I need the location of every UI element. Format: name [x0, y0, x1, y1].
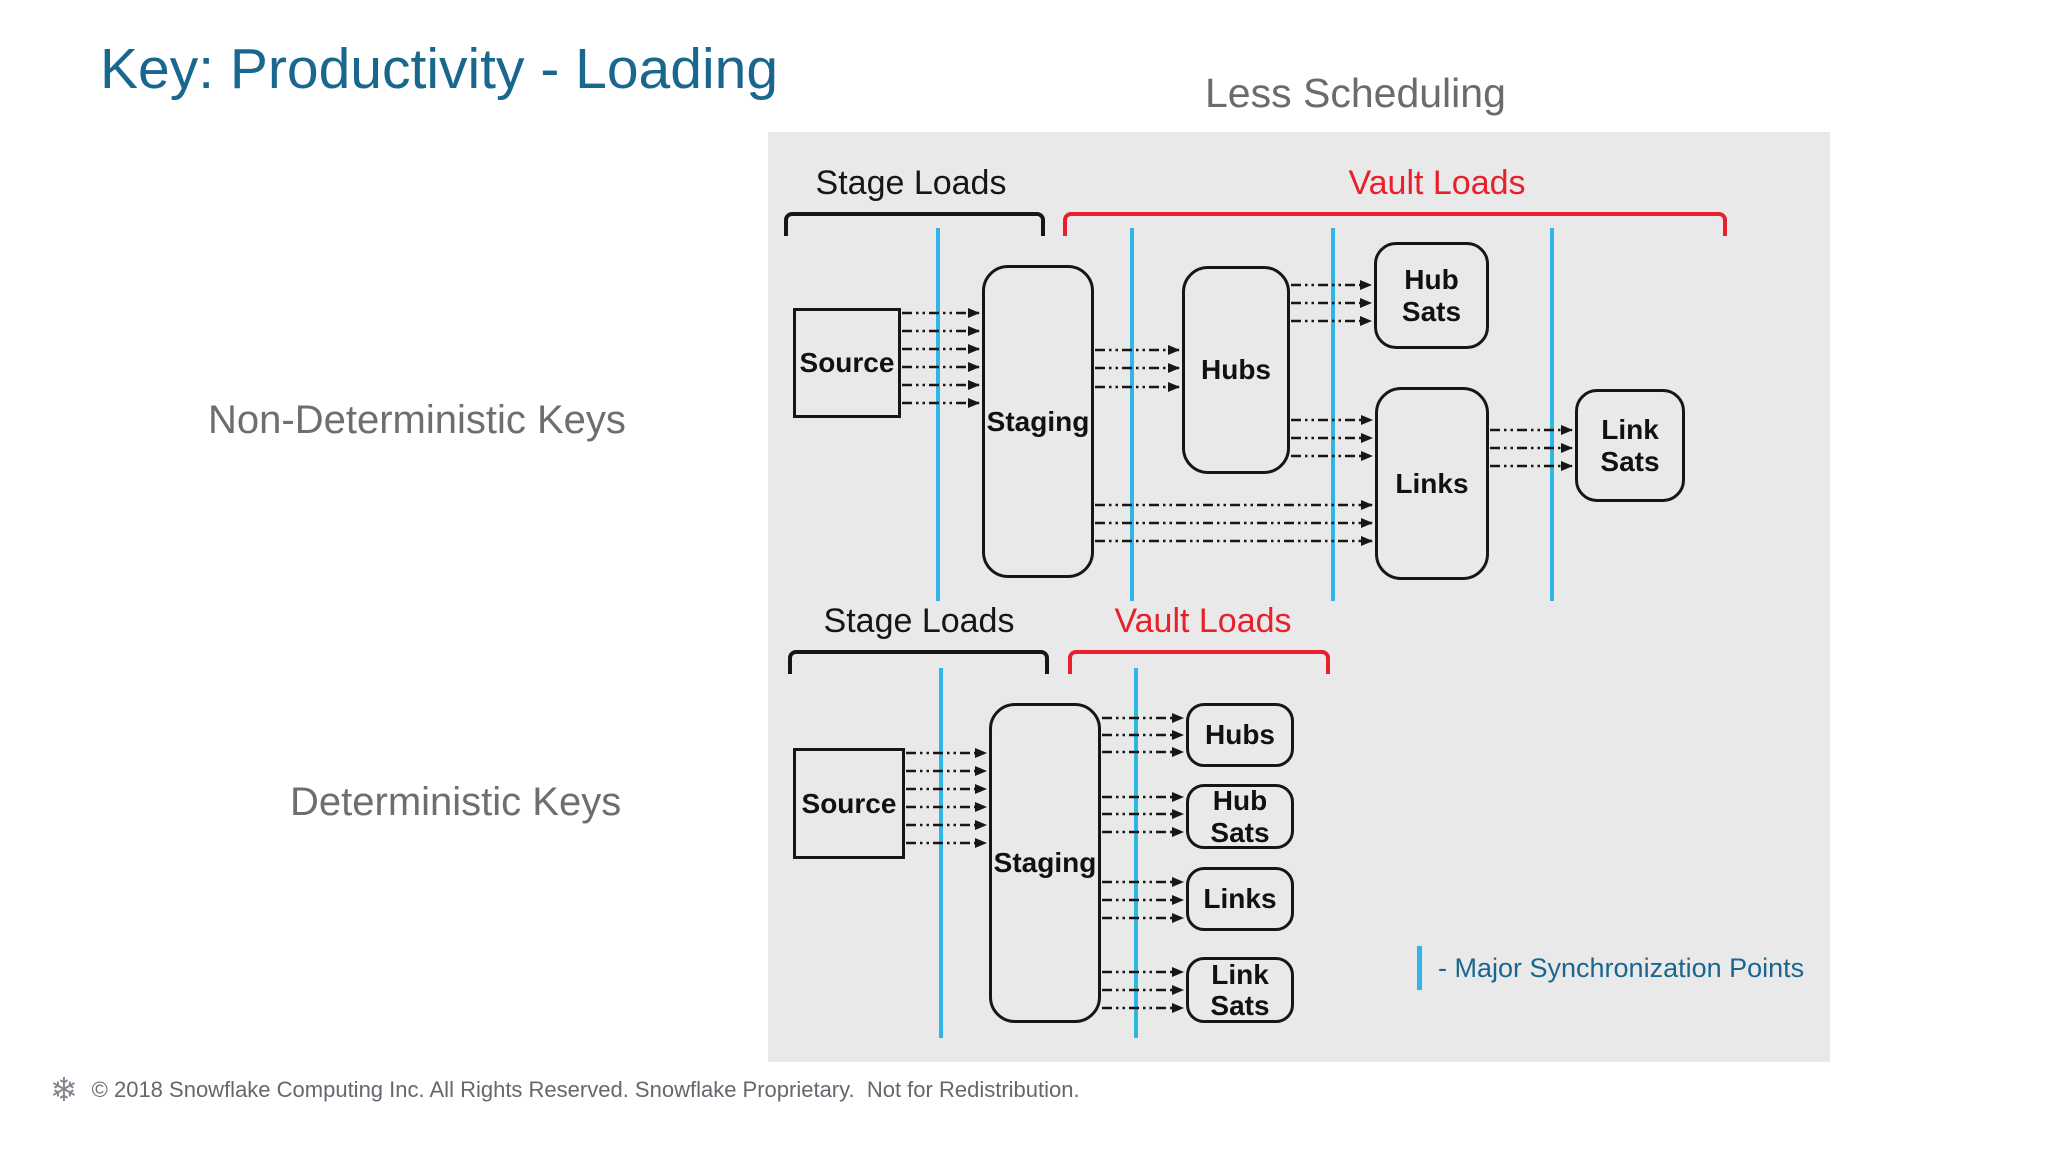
node-hubs-bottom: Hubs [1186, 703, 1294, 767]
legend-major-sync-points: - Major Synchronization Points [1417, 946, 1804, 990]
sync-line-top-2 [1130, 228, 1134, 601]
row-label-non-deterministic-keys: Non-Deterministic Keys [208, 398, 626, 442]
top-stage-loads-bracket [784, 212, 1045, 236]
diagram-panel [768, 132, 1830, 1062]
top-vault-loads-bracket [1063, 212, 1727, 236]
top-vault-loads-label: Vault Loads [1348, 164, 1526, 202]
snowflake-logo-icon: ❄ [50, 1071, 78, 1108]
node-link-sats-bottom: Link Sats [1186, 957, 1294, 1023]
page-title: Key: Productivity - Loading [100, 37, 779, 101]
less-scheduling-label: Less Scheduling [1205, 70, 1506, 116]
node-hub-sats-top: Hub Sats [1374, 242, 1489, 349]
sync-line-top-4 [1550, 228, 1554, 601]
node-staging-bottom: Staging [989, 703, 1101, 1023]
legend-label: - Major Synchronization Points [1438, 952, 1805, 983]
sync-line-legend-swatch [1417, 946, 1422, 990]
copyright-text: © 2018 Snowflake Computing Inc. All Righ… [91, 1076, 1080, 1102]
bottom-stage-loads-bracket [788, 650, 1049, 674]
sync-line-bottom-1 [939, 668, 943, 1038]
bottom-vault-loads-label: Vault Loads [1114, 602, 1292, 640]
bottom-stage-loads-label: Stage Loads [823, 602, 1015, 640]
node-link-sats-top: Link Sats [1575, 389, 1685, 502]
sync-line-top-1 [936, 228, 940, 601]
node-hub-sats-bottom: Hub Sats [1186, 784, 1294, 849]
node-source-bottom: Source [793, 748, 905, 859]
node-hubs-top: Hubs [1182, 266, 1290, 474]
node-source-top: Source [793, 308, 901, 418]
bottom-vault-loads-bracket [1068, 650, 1330, 674]
top-stage-loads-label: Stage Loads [815, 164, 1007, 202]
sync-line-bottom-2 [1134, 668, 1138, 1038]
node-links-bottom: Links [1186, 867, 1294, 931]
row-label-deterministic-keys: Deterministic Keys [290, 780, 622, 824]
node-staging-top: Staging [982, 265, 1094, 578]
node-links-top: Links [1375, 387, 1489, 580]
sync-line-top-3 [1331, 228, 1335, 601]
footer: ❄ © 2018 Snowflake Computing Inc. All Ri… [50, 1070, 1080, 1109]
